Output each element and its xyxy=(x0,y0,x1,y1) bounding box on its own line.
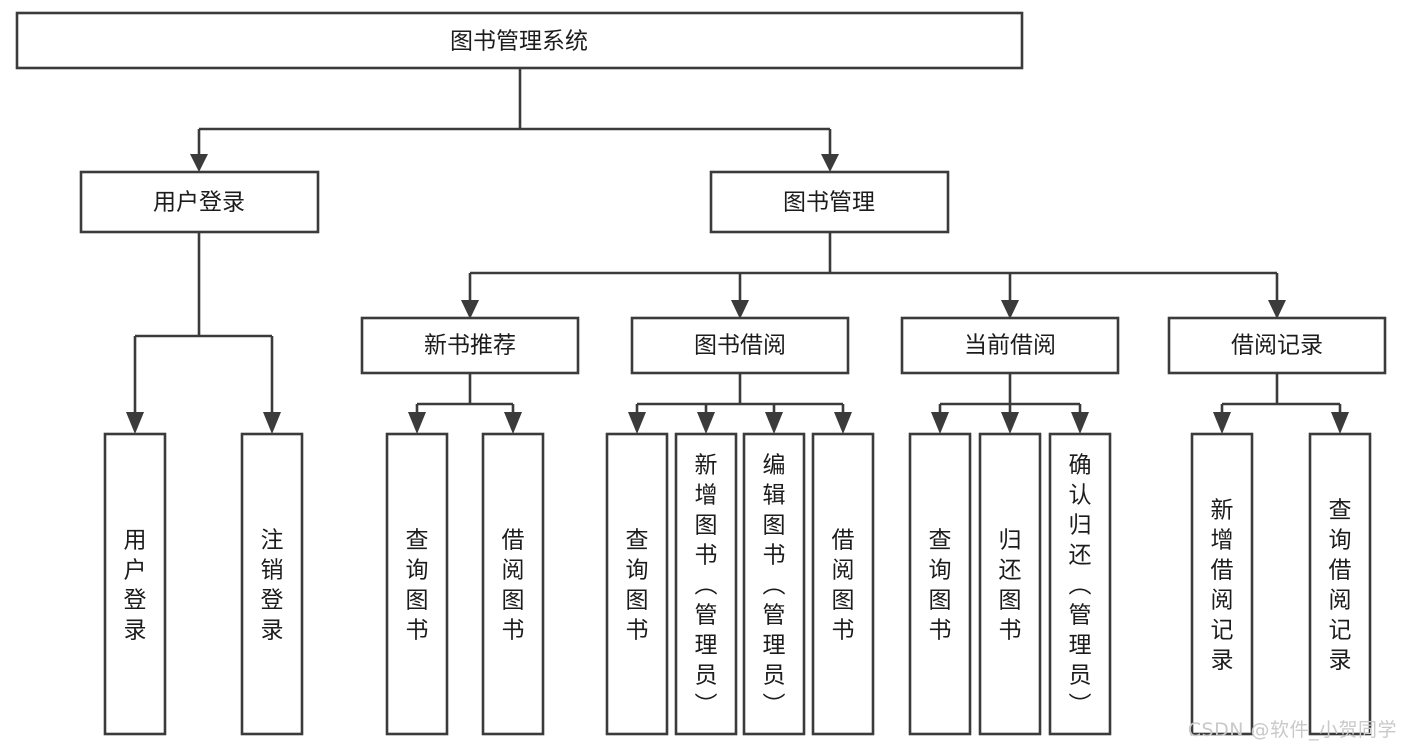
leaf-query-book-recommend-box[interactable] xyxy=(385,432,449,736)
leaf-query-book-recommend[interactable] xyxy=(385,432,449,736)
node-borrow-record[interactable]: 借阅记录 xyxy=(1167,316,1387,375)
leaf-edit-book[interactable] xyxy=(742,432,806,736)
leaf-borrow-book-recommend[interactable] xyxy=(481,432,545,736)
arrow-leaf-add-record xyxy=(1213,412,1231,434)
node-book-manage-box[interactable] xyxy=(709,170,950,234)
node-book-borrow[interactable]: 图书借阅 xyxy=(630,316,850,375)
leaf-text-layer: 用户登录 注销登录 查询图书 借阅图书 查询图书 新增图书︵管理员︶ 编辑图书︵管理员︶ 借阅… xyxy=(124,452,1352,718)
leaf-borrow-book[interactable] xyxy=(811,432,875,736)
leaf-user-login[interactable] xyxy=(103,432,167,736)
leaf-return-book-box[interactable] xyxy=(978,432,1042,736)
leaf-return-book-label: 归还图书 xyxy=(999,527,1022,643)
leaf-query-book-borrow[interactable] xyxy=(605,432,669,736)
node-root-label: 图书管理系统 xyxy=(450,29,588,55)
node-new-book-recommend-label: 新书推荐 xyxy=(424,333,516,359)
leaf-add-borrow-record-box[interactable] xyxy=(1190,432,1254,736)
leaf-query-book-current[interactable] xyxy=(908,432,972,736)
connector-group xyxy=(126,68,1349,434)
leaf-return-book[interactable] xyxy=(978,432,1042,736)
node-book-borrow-box[interactable] xyxy=(630,316,850,375)
arrow-leaf-logout xyxy=(263,412,281,434)
node-book-manage-label: 图书管理 xyxy=(783,190,875,216)
leaf-user-login-label: 用户登录 xyxy=(124,527,147,643)
leaf-add-book-label: 新增图书︵管理员︶ xyxy=(695,452,718,718)
leaf-logout[interactable] xyxy=(240,432,304,736)
leaf-edit-book-box[interactable] xyxy=(742,432,806,736)
node-book-borrow-label: 图书借阅 xyxy=(694,333,786,359)
node-current-borrow-label: 当前借阅 xyxy=(964,333,1056,359)
arrow-to-book-borrow xyxy=(731,300,749,319)
leaf-confirm-return-label: 确认归还︵管理员︶ xyxy=(1069,452,1092,718)
node-user-login-box[interactable] xyxy=(79,170,320,234)
node-book-manage[interactable]: 图书管理 xyxy=(709,170,950,234)
arrow-leaf-return-book xyxy=(1001,412,1019,434)
arrow-to-current-borrow xyxy=(1001,300,1019,319)
arrow-leaf-query-book-1 xyxy=(408,412,426,434)
leaf-confirm-return-box[interactable] xyxy=(1048,432,1112,736)
leaf-query-book-borrow-box[interactable] xyxy=(605,432,669,736)
node-root-box[interactable] xyxy=(15,11,1024,70)
node-current-borrow-box[interactable] xyxy=(900,316,1120,375)
node-user-login[interactable]: 用户登录 xyxy=(79,170,320,234)
node-current-borrow[interactable]: 当前借阅 xyxy=(900,316,1120,375)
arrow-to-user-login xyxy=(190,154,208,172)
arrow-leaf-edit-book xyxy=(765,412,783,434)
leaf-logout-label: 注销登录 xyxy=(261,527,284,643)
arrow-leaf-query-book-3 xyxy=(931,412,949,434)
leaf-add-book-box[interactable] xyxy=(674,432,738,736)
node-borrow-record-box[interactable] xyxy=(1167,316,1387,375)
arrow-to-book-manage xyxy=(821,154,839,172)
leaf-borrow-book-box[interactable] xyxy=(811,432,875,736)
arrow-leaf-borrow-book-1 xyxy=(504,412,522,434)
leaf-query-book-current-label: 查询图书 xyxy=(929,527,952,643)
leaf-user-login-box[interactable] xyxy=(103,432,167,736)
leaf-borrow-book-label: 借阅图书 xyxy=(832,527,855,643)
arrow-leaf-query-record xyxy=(1331,412,1349,434)
leaf-add-borrow-record-label: 新增借阅记录 xyxy=(1211,497,1234,673)
leaf-query-borrow-record-label: 查询借阅记录 xyxy=(1329,497,1352,673)
arrow-leaf-confirm-return xyxy=(1071,412,1089,434)
leaf-logout-box[interactable] xyxy=(240,432,304,736)
leaf-query-book-current-box[interactable] xyxy=(908,432,972,736)
arrow-to-borrow-record xyxy=(1268,300,1286,319)
arrow-leaf-user-login xyxy=(126,412,144,434)
csdn-watermark: CSDN @软件_小贺同学 xyxy=(1187,719,1397,741)
node-user-login-label: 用户登录 xyxy=(153,190,245,216)
node-new-book-recommend-box[interactable] xyxy=(360,316,580,375)
arrow-to-new-book xyxy=(461,300,479,319)
leaf-add-borrow-record[interactable] xyxy=(1190,432,1254,736)
arrow-leaf-add-book xyxy=(697,412,715,434)
arrow-leaf-query-book-2 xyxy=(628,412,646,434)
leaf-confirm-return[interactable] xyxy=(1048,432,1112,736)
node-root[interactable]: 图书管理系统 xyxy=(15,11,1024,70)
arrow-leaf-borrow-book-2 xyxy=(834,412,852,434)
leaf-query-borrow-record-box[interactable] xyxy=(1308,432,1372,736)
leaf-query-book-borrow-label: 查询图书 xyxy=(626,527,649,643)
leaf-borrow-book-recommend-label: 借阅图书 xyxy=(502,527,525,643)
leaf-add-book[interactable] xyxy=(674,432,738,736)
node-borrow-record-label: 借阅记录 xyxy=(1231,333,1323,359)
leaf-query-book-recommend-label: 查询图书 xyxy=(406,527,429,643)
node-new-book-recommend[interactable]: 新书推荐 xyxy=(360,316,580,375)
leaf-edit-book-label: 编辑图书︵管理员︶ xyxy=(763,452,786,718)
leaf-query-borrow-record[interactable] xyxy=(1308,432,1372,736)
leaf-borrow-book-recommend-box[interactable] xyxy=(481,432,545,736)
